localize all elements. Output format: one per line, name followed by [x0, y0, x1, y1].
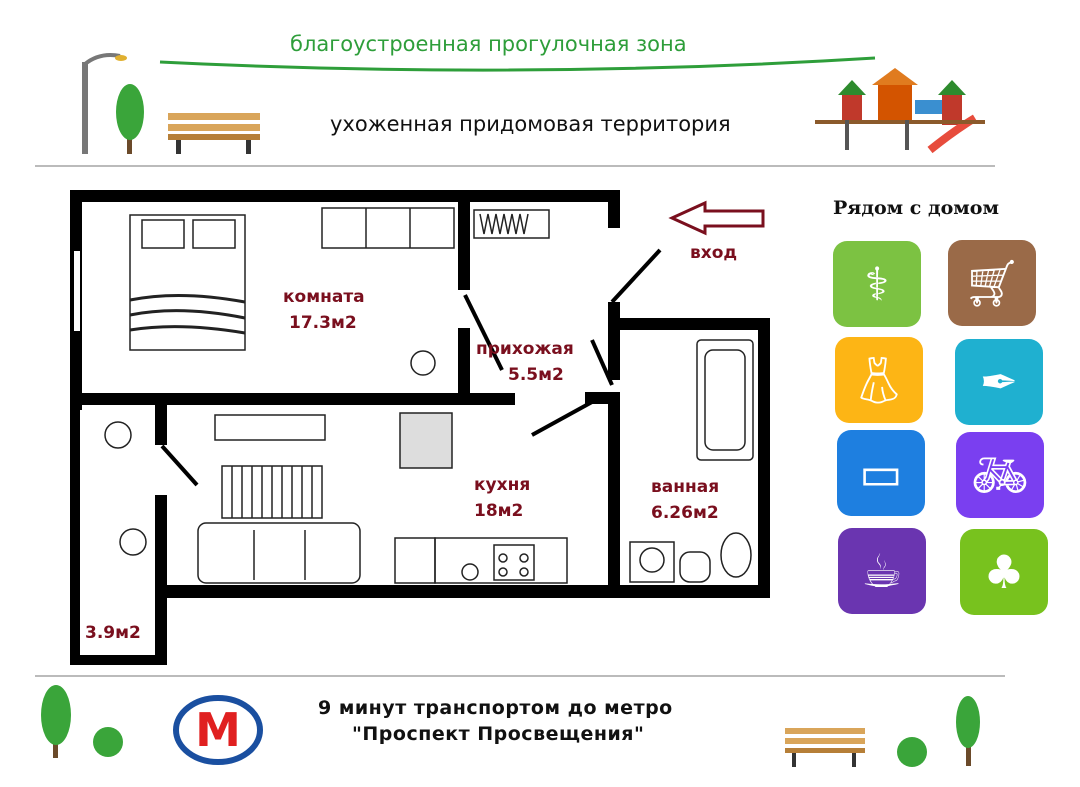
exercise-bike-icon: 🚲︎	[956, 432, 1044, 518]
entrance-label: вход	[690, 243, 738, 263]
coffee-cup-icon: ☕︎	[838, 528, 926, 614]
divider-bottom	[35, 675, 1005, 677]
room-area: 6.26м2	[651, 503, 719, 523]
shoe-rack-icon	[473, 209, 550, 239]
scroll-quill-icon: ✒	[955, 339, 1043, 425]
plant-icon	[410, 350, 436, 376]
balcony-chair-icon	[119, 528, 147, 556]
medical-icon: ⚕	[833, 241, 921, 327]
bottom-decorations	[41, 685, 980, 767]
wall	[155, 585, 770, 598]
yard-label: ухоженная придомовая территория	[330, 112, 731, 136]
wall	[458, 328, 470, 398]
room-name: прихожая	[476, 339, 574, 359]
balcony-glazing	[80, 410, 82, 655]
bench-icon	[168, 113, 260, 154]
shopping-cart-icon: 🛒︎	[948, 240, 1036, 326]
wall	[70, 393, 515, 405]
wall	[155, 495, 167, 665]
walk-zone-label: благоустроенная прогулочная зона	[290, 32, 687, 56]
room-name: ванная	[651, 477, 720, 497]
nearby-title: Рядом с домом	[833, 197, 999, 219]
plant-icon	[104, 421, 132, 449]
tree-icon	[41, 685, 71, 758]
metro-logo-letter: М	[195, 703, 241, 757]
entrance-arrow-icon	[668, 200, 765, 236]
washbasin-icon	[679, 551, 711, 583]
sink-icon	[461, 563, 479, 581]
bush-icon	[897, 737, 927, 767]
wall	[155, 405, 167, 445]
tv-stand-icon	[214, 414, 326, 441]
room-area: 18м2	[474, 501, 524, 521]
kitchen-counter-icon	[434, 537, 568, 584]
tree-icon	[116, 84, 144, 154]
wardrobe-icon	[321, 207, 455, 249]
divider-top	[35, 165, 995, 167]
playground-icon	[815, 68, 985, 154]
washing-machine-icon	[629, 541, 675, 583]
top-decorations	[82, 53, 985, 154]
tree-icon: ♣	[960, 529, 1048, 615]
wall	[70, 655, 167, 665]
bush-icon	[93, 727, 123, 757]
metro-distance: 9 минут транспортом до метро	[318, 697, 673, 719]
bench-icon	[785, 728, 865, 767]
room-name: кухня	[474, 475, 531, 495]
wall	[608, 190, 620, 228]
bathtub-icon	[696, 339, 754, 461]
fridge-icon	[394, 537, 436, 584]
sofa-icon	[197, 522, 361, 584]
plan-furniture	[104, 200, 765, 584]
metro-logo-icon	[173, 695, 263, 765]
wall	[70, 190, 620, 202]
easel-icon: ▭	[837, 430, 925, 516]
walk-path-line	[159, 56, 876, 72]
door-swings	[160, 248, 662, 487]
window	[73, 250, 81, 332]
table-icon	[399, 412, 453, 469]
metro-station: "Проспект Просвещения"	[352, 723, 645, 745]
wall	[608, 318, 770, 330]
toilet-icon	[720, 532, 752, 578]
tree-icon	[956, 696, 980, 766]
wall	[458, 202, 470, 290]
wall	[758, 318, 770, 598]
room-name: комната	[283, 287, 365, 307]
room-area: 17.3м2	[289, 313, 357, 333]
stove-icon	[493, 544, 535, 581]
wall	[608, 392, 620, 598]
dress-icon: 👗︎	[835, 337, 923, 423]
bed-icon	[129, 214, 246, 351]
balcony-area: 3.9м2	[85, 623, 141, 643]
room-area: 5.5м2	[508, 365, 564, 385]
street-lamp-icon	[82, 53, 127, 154]
